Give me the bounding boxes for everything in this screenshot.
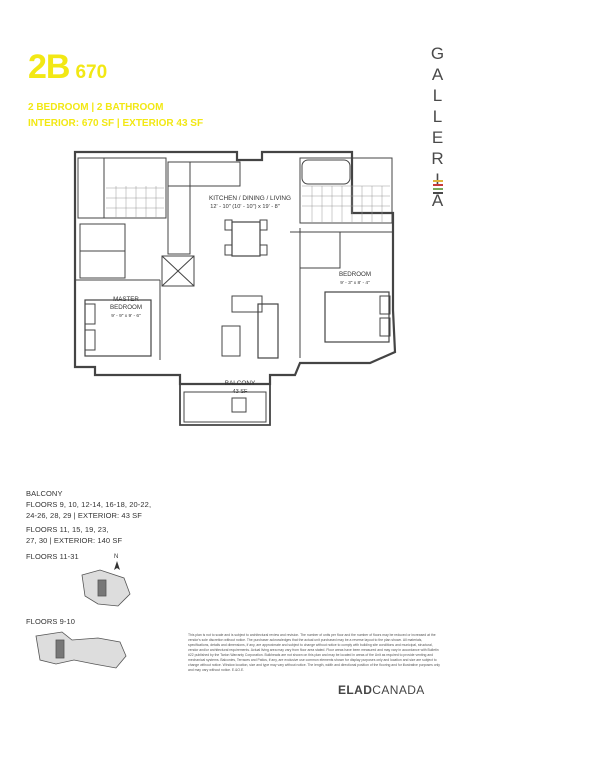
bedroom-dims: 9' - 3" x 8' - 4" [340,280,370,286]
unit-layout: 2 BEDROOM | 2 BATHROOM [28,102,164,113]
keyplan1-label: FLOORS 11-31 [26,552,79,561]
balcony-table [231,397,247,413]
floors-line1: FLOORS 11, 15, 19, 23, [26,525,109,534]
brand-bar [433,188,443,190]
brand-color-bars [433,180,443,194]
bedroom-closet [299,231,341,269]
master-bathroom [77,157,167,219]
developer-logo: ELADCANADA [338,683,425,697]
kitchen-dims: 12' - 10" (10' - 10") x 19' - 8" [210,204,279,210]
bedroom-wall [290,228,392,358]
balcony-area: 43 SF [233,389,249,395]
bedroom-label: BEDROOM [339,271,371,278]
armchair [231,295,263,313]
floors-notes: FLOORS 11, 15, 19, 23, 27, 30 | EXTERIOR… [26,524,122,546]
logo-light: CANADA [372,683,425,697]
unit-code-large: 2B [28,48,70,86]
balcony-heading: BALCONY [26,489,63,498]
bedroom-bed [324,291,390,343]
kitchen-counter [167,161,191,255]
balcony-notes: BALCONY FLOORS 9, 10, 12-14, 16-18, 20-2… [26,488,151,521]
keyplan-floors-11-31 [81,569,131,607]
balcony [179,384,271,426]
master-label-line1: MASTER [113,296,139,303]
master-bed [84,299,152,357]
master-bedroom-wall [75,279,161,360]
north-arrow-icon [114,561,120,570]
north-label: N [114,554,118,560]
master-dims: 9' - 9" x 9' - 6" [111,313,141,319]
keyplan2-label: FLOORS 9-10 [26,617,76,626]
balcony-floors-line2: 24-26, 28, 29 | EXTERIOR: 43 SF [26,511,142,520]
keyplan-floors-9-10 [35,631,127,669]
brand-bar [433,184,443,186]
sofa [257,303,279,359]
logo-bold: ELAD [338,683,373,697]
outer-wall [73,150,397,386]
kitchen-counter-top [167,161,241,187]
dining-table [231,221,261,257]
legal-disclaimer: This plan is not to scale and is subject… [188,633,440,672]
master-label-line2: BEDROOM [110,304,142,311]
coffee-table [221,325,241,357]
brand-bar [433,192,443,194]
unit-areas: INTERIOR: 670 SF | EXTERIOR 43 SF [28,118,204,129]
balcony-label: BALCONY [225,380,256,387]
kitchen-label: KITCHEN / DINING / LIVING [209,195,291,202]
laundry [161,255,195,287]
balcony-floors-line1: FLOORS 9, 10, 12-14, 16-18, 20-22, [26,500,152,509]
second-bathroom [299,157,393,224]
brand-name: GALLERIA [428,44,447,212]
brand-bar [433,180,443,182]
unit-size: 670 [75,62,108,83]
floors-line2: 27, 30 | EXTERIOR: 140 SF [26,536,123,545]
